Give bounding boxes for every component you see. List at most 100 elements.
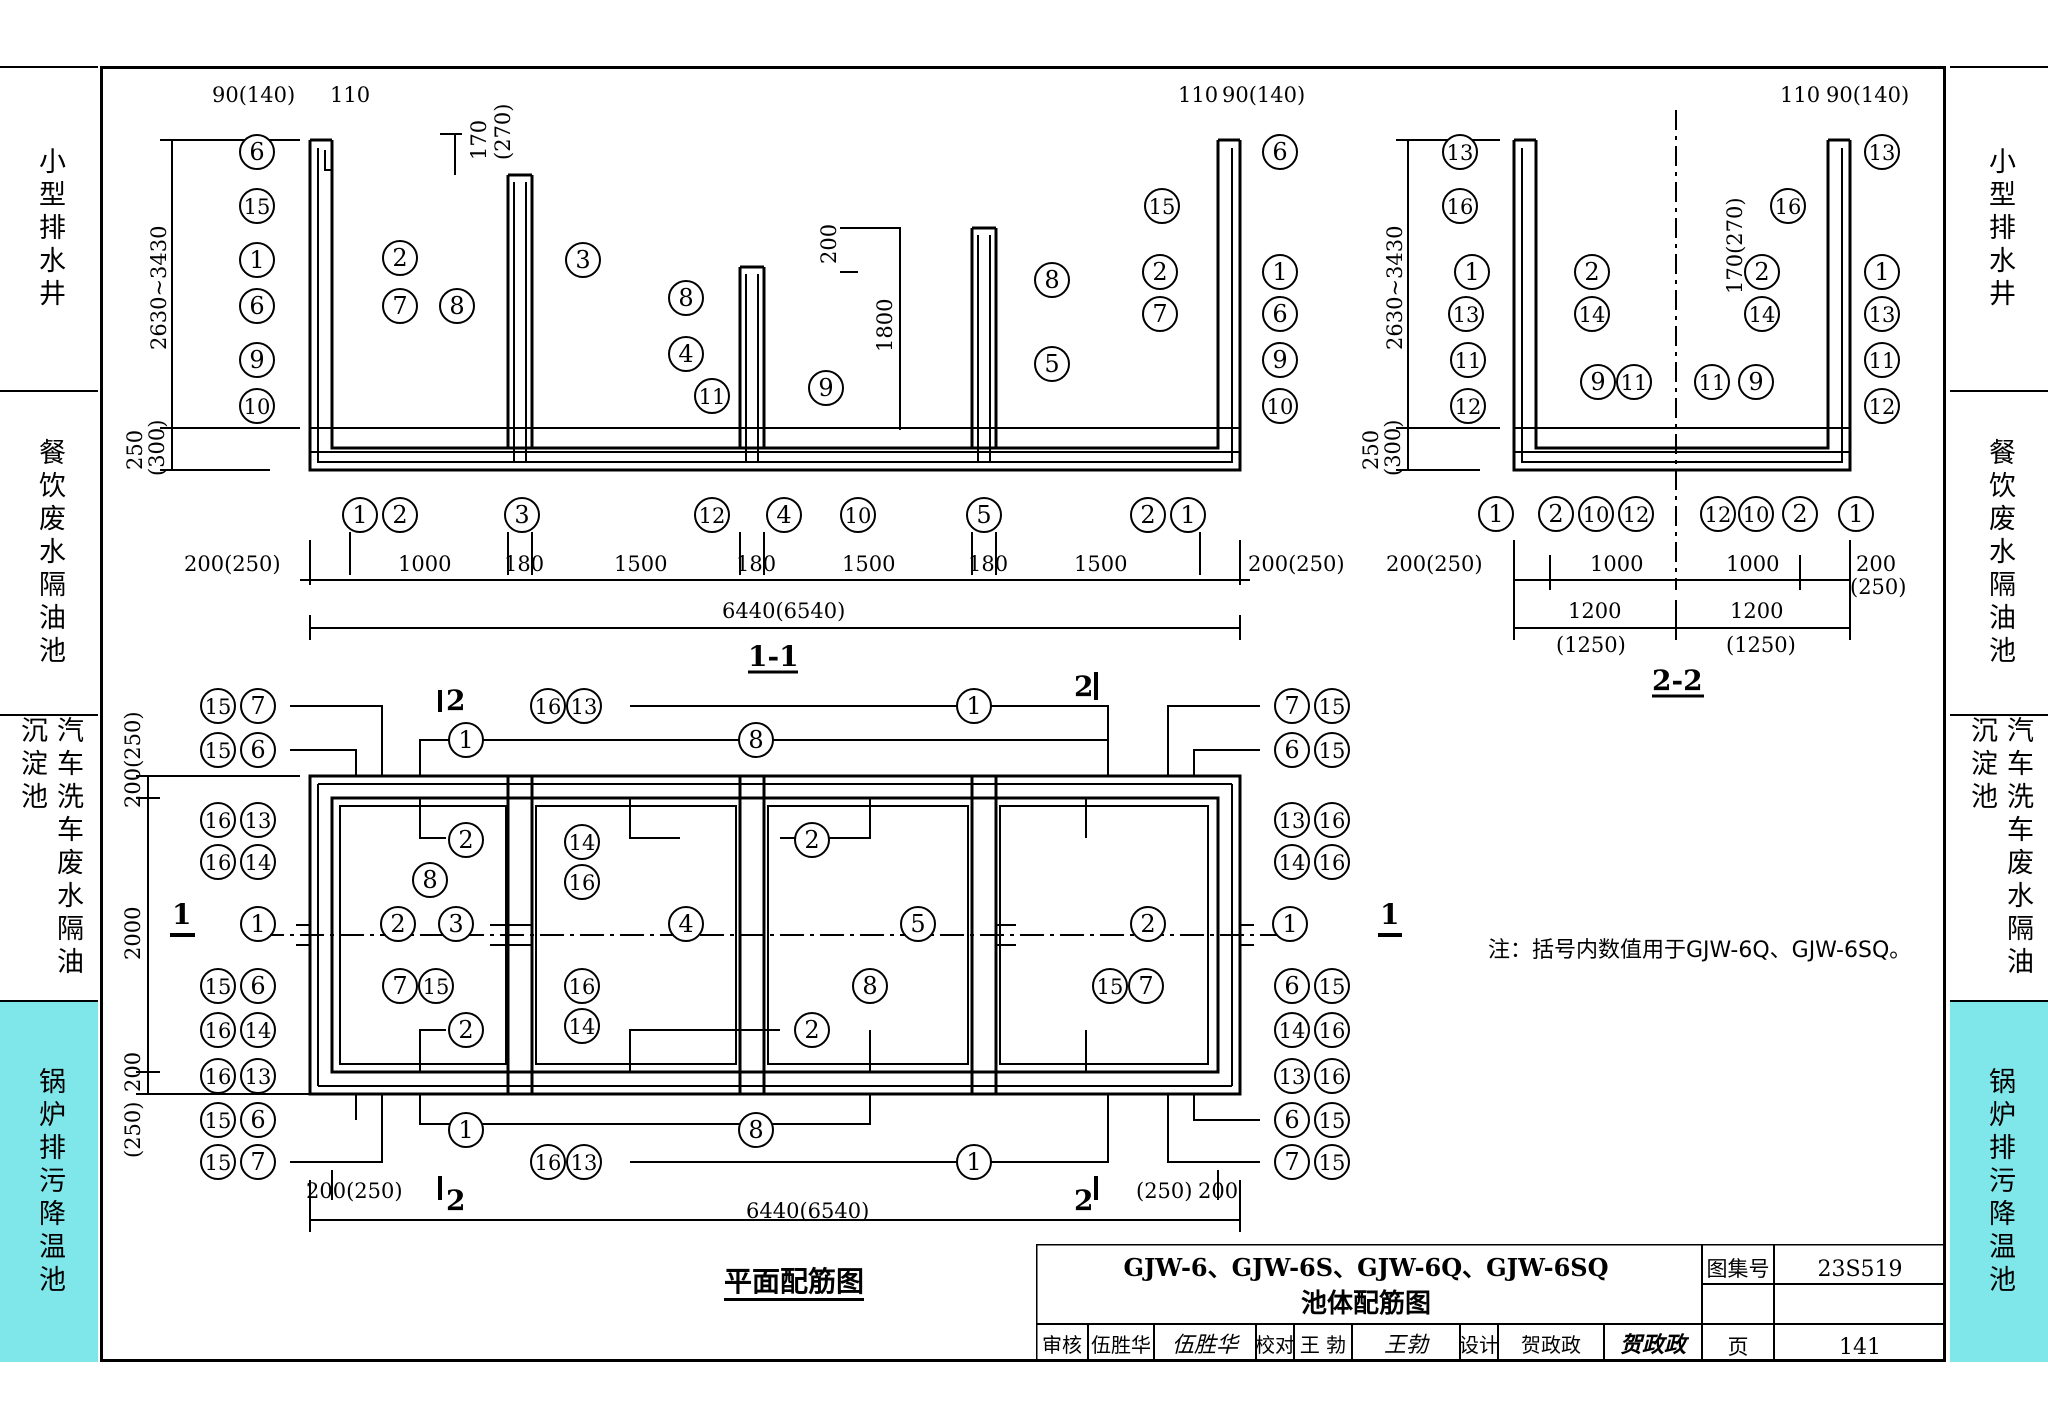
rebar-mark-2: 2 <box>448 822 484 858</box>
rebar-mark-circle <box>852 968 888 1004</box>
rebar-mark-1: 1 <box>956 1144 992 1180</box>
rebar-mark-circle <box>200 968 236 1004</box>
rebar-mark-number: 1 <box>352 501 367 529</box>
rebar-mark-13: 13 <box>1864 134 1900 170</box>
rebar-mark-circle <box>240 1012 276 1048</box>
rebar-mark-circle <box>766 497 802 533</box>
rebar-mark-3: 3 <box>565 242 601 278</box>
section-title-1-1: 1-1 <box>748 640 799 673</box>
rebar-mark-2: 2 <box>382 497 418 533</box>
rebar-mark-14: 14 <box>1744 296 1780 332</box>
rebar-mark-circle <box>1578 496 1614 532</box>
rebar-mark-7: 7 <box>240 1144 276 1180</box>
rebar-mark-number: 14 <box>1749 303 1776 327</box>
rebar-mark-2: 2 <box>382 240 418 276</box>
rebar-mark-circle <box>240 1144 276 1180</box>
plan-caption: 平面配筋图 <box>724 1266 865 1301</box>
rebar-mark-circle <box>240 688 276 724</box>
rebar-mark-8: 8 <box>439 288 475 324</box>
rebar-mark-number: 15 <box>1319 1109 1346 1133</box>
rebar-mark-3: 3 <box>438 906 474 942</box>
rebar-mark-circle <box>668 906 704 942</box>
rebar-mark-number: 1 <box>1848 500 1863 528</box>
rebar-mark-number: 2 <box>392 501 407 529</box>
rebar-mark-number: 1 <box>1488 500 1503 528</box>
rebar-mark-16: 16 <box>530 1144 566 1180</box>
rebar-mark-circle <box>1314 688 1350 724</box>
category-4: 锅炉排污降温池 <box>1950 1000 2048 1362</box>
rebar-mark-circle <box>239 288 275 324</box>
rebar-mark-number: 16 <box>1319 1065 1346 1089</box>
rebar-mark-circle <box>564 968 600 1004</box>
rebar-mark-circle <box>412 862 448 898</box>
rebar-mark-circle <box>1142 254 1178 290</box>
rebar-mark-number: 1 <box>1272 258 1287 286</box>
rebar-mark-7: 7 <box>1128 968 1164 1004</box>
rebar-mark-8: 8 <box>1034 262 1070 298</box>
rebar-mark-circle <box>1864 342 1900 378</box>
rebar-mark-1: 1 <box>448 1112 484 1148</box>
rebar-mark-number: 16 <box>1319 851 1346 875</box>
rebar-mark-2: 2 <box>380 906 416 942</box>
rebar-mark-11: 11 <box>1450 342 1486 378</box>
rebar-mark-circle <box>448 722 484 758</box>
rebar-mark-number: 3 <box>448 910 463 938</box>
left-category-column: 小型排水井餐饮废水隔油池汽车洗车废水隔油沉淀池锅炉排污降温池 <box>0 66 98 1362</box>
rebar-mark-12: 12 <box>1450 388 1486 424</box>
rebar-mark-2: 2 <box>1782 496 1818 532</box>
rebar-mark-circle <box>1314 844 1350 880</box>
cut2-label-bottom-left: 2 <box>446 1184 465 1217</box>
rebar-mark-6: 6 <box>239 288 275 324</box>
rebar-mark-circle <box>438 906 474 942</box>
rebar-mark-circle <box>1864 388 1900 424</box>
rebar-mark-1: 1 <box>239 242 275 278</box>
category-label: 小型排水井 <box>1984 146 2015 312</box>
rebar-mark-circle <box>1442 134 1478 170</box>
rebar-mark-circle <box>1744 296 1780 332</box>
rebar-mark-circle <box>239 342 275 378</box>
rebar-mark-number: 15 <box>205 739 232 763</box>
rebar-mark-1: 1 <box>956 688 992 724</box>
dim-s22-halfalt-0: (1250) <box>1556 633 1626 657</box>
category-label: 锅炉排污降温池 <box>1984 1066 2015 1298</box>
rebar-mark-15: 15 <box>200 732 236 768</box>
rebar-mark-number: 12 <box>1705 503 1732 527</box>
dim-s11-slab-alt: (300) <box>145 420 169 476</box>
rebar-mark-number: 8 <box>748 1116 763 1144</box>
rebar-mark-1: 1 <box>1262 254 1298 290</box>
rebar-mark-15: 15 <box>1092 968 1128 1004</box>
rebar-mark-number: 6 <box>1284 972 1299 1000</box>
rebar-mark-number: 16 <box>205 851 232 875</box>
rebar-mark-circle <box>448 1112 484 1148</box>
rebar-mark-circle <box>564 824 600 860</box>
rebar-mark-number: 15 <box>205 975 232 999</box>
rebar-mark-circle <box>200 802 236 838</box>
dim-s11-b1: 1000 <box>398 552 451 576</box>
dim-plan-bot: 200 <box>121 1052 145 1092</box>
rebar-mark-circle <box>239 188 275 224</box>
dim-plan-bot-alt: (250) <box>121 1102 145 1158</box>
rebar-mark-circle <box>1128 968 1164 1004</box>
rebar-mark-15: 15 <box>200 1144 236 1180</box>
page-number: 141 <box>1839 1335 1881 1360</box>
rebar-mark-number: 13 <box>1279 1065 1306 1089</box>
rebar-mark-number: 2 <box>1584 258 1599 286</box>
dim-s11-right-top: 90(140) <box>1222 83 1305 107</box>
rebar-mark-circle <box>342 497 378 533</box>
dim-s11-total: 6440(6540) <box>722 599 845 623</box>
rebar-mark-11: 11 <box>1694 364 1730 400</box>
rebar-mark-number: 15 <box>1097 975 1124 999</box>
rebar-mark-14: 14 <box>1274 1012 1310 1048</box>
rebar-mark-number: 1 <box>458 726 473 754</box>
rebar-mark-number: 15 <box>1149 195 1176 219</box>
rebar-mark-circle <box>448 1012 484 1048</box>
rebar-mark-number: 13 <box>571 1151 598 1175</box>
rebar-mark-circle <box>966 497 1002 533</box>
rebar-mark-8: 8 <box>668 280 704 316</box>
cut-label-right: 1 <box>1380 898 1399 931</box>
rebar-mark-number: 14 <box>1279 1019 1306 1043</box>
cut2-label-top-left: 2 <box>446 684 465 717</box>
rebar-mark-15: 15 <box>200 1102 236 1138</box>
rebar-mark-circle <box>1450 342 1486 378</box>
rebar-mark-circle <box>808 370 844 406</box>
